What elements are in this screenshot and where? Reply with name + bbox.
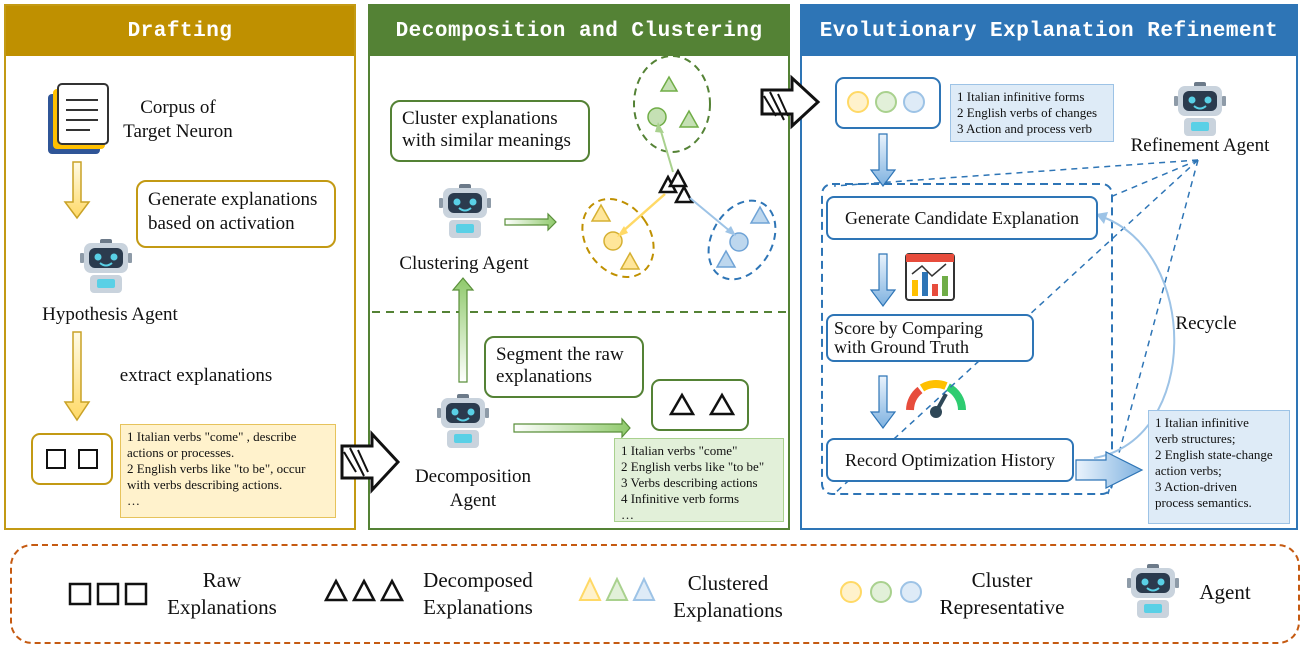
refined-explanations-note: 1 Italian infinitive verb structures; 2 … xyxy=(1148,410,1290,524)
recycle-arrow xyxy=(1093,215,1176,459)
triangle-group-icon xyxy=(657,168,695,204)
up-arrow-icon xyxy=(451,277,475,383)
decomposition-agent-label: Decomposition Agent xyxy=(414,466,532,511)
generate-step: Generate Candidate Explanation xyxy=(826,196,1098,240)
raw-square xyxy=(78,449,98,469)
record-step: Record Optimization History xyxy=(826,438,1074,482)
blue-cluster xyxy=(707,199,777,281)
document-stack-icon xyxy=(48,83,109,154)
optimization-loop-frame xyxy=(821,183,1113,495)
representative-note: 1 Italian infinitive forms 2 English ver… xyxy=(950,84,1114,142)
raw-square xyxy=(46,449,66,469)
cluster-bubble: Cluster explanations with similar meanin… xyxy=(390,100,590,162)
recycle-label: Recycle xyxy=(1175,313,1237,334)
down-arrow-icon xyxy=(869,133,897,187)
drafting-title: Drafting xyxy=(6,6,354,56)
legend-representative-label: Cluster Representative xyxy=(939,568,1065,619)
yellow-cluster xyxy=(581,198,655,278)
legend xyxy=(10,544,1300,644)
analytics-chart-icon xyxy=(905,253,955,301)
hypothesis-bubble: Generate explanations based on activatio… xyxy=(136,180,336,248)
decomposition-robot-icon xyxy=(436,393,490,449)
legend-raw-label: Raw Explanations xyxy=(167,568,277,619)
right-arrow-icon xyxy=(513,417,631,439)
clustering-agent-label: Clustering Agent xyxy=(399,253,529,274)
legend-agent-label: Agent xyxy=(1199,580,1251,604)
corpus-label: Corpus of Target Neuron xyxy=(123,97,233,142)
hypothesis-robot-icon xyxy=(79,238,133,294)
decomposition-title: Decomposition and Clustering xyxy=(370,6,788,56)
refinement-robot-icon xyxy=(1173,81,1227,137)
hand-drawn-arrow-icon xyxy=(760,74,821,130)
right-arrow-icon xyxy=(1075,451,1144,489)
raw-explanation-box xyxy=(31,433,113,485)
legend-raw-icon xyxy=(68,582,148,606)
down-arrow-icon xyxy=(869,253,897,307)
decomposed-explanations-note: 1 Italian verbs "come" 2 English verbs l… xyxy=(614,438,784,522)
clustering-robot-icon xyxy=(438,183,492,239)
legend-decomposed-label: Decomposed Explanations xyxy=(423,568,533,619)
legend-clustered-label: Clustered Explanations xyxy=(673,571,783,622)
refinement-title: Evolutionary Explanation Refinement xyxy=(802,6,1296,56)
down-arrow-icon xyxy=(869,375,897,429)
hand-drawn-arrow-icon xyxy=(340,430,401,494)
refinement-agent-label: Refinement Agent xyxy=(1130,135,1270,156)
raw-explanations-note: 1 Italian verbs "come" , describe action… xyxy=(120,424,336,518)
green-cluster xyxy=(633,55,711,153)
legend-decomposed-icon xyxy=(323,578,405,602)
down-arrow-icon xyxy=(63,331,91,422)
gauge-icon xyxy=(906,380,966,418)
decomposed-explanation-box xyxy=(651,379,749,431)
hypothesis-agent-label: Hypothesis Agent xyxy=(42,304,178,325)
legend-clustered-icon xyxy=(578,576,656,601)
down-arrow-icon xyxy=(63,161,91,220)
legend-representative-icon xyxy=(840,581,922,603)
extract-label: extract explanations xyxy=(119,365,273,386)
score-step: Score by Comparing with Ground Truth xyxy=(826,314,1034,362)
segment-bubble: Segment the raw explanations xyxy=(484,336,644,398)
right-arrow-icon xyxy=(504,212,557,232)
